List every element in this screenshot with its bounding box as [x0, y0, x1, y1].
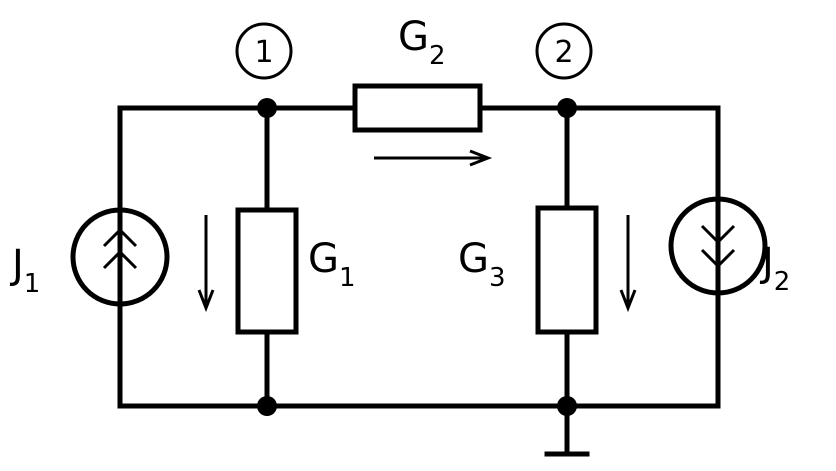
- j2-chevron-upper-icon: [700, 224, 736, 245]
- node-1-circle-icon: [235, 22, 293, 80]
- j2-chevron-lower-icon: [700, 248, 736, 269]
- junction-bottom-left: [257, 396, 277, 416]
- node-1-number: 1: [254, 35, 273, 70]
- junction-node-2: [557, 98, 577, 118]
- node-2-circle-icon: [535, 22, 593, 80]
- current-arrows: [197, 149, 637, 313]
- j1-label: J1: [9, 242, 40, 299]
- junction-bottom-right: [557, 396, 577, 416]
- conductance-g3: [535, 205, 599, 335]
- node-2-number: 2: [554, 35, 573, 70]
- j1-chevron-lower-icon: [102, 249, 138, 270]
- node-1-label: 1: [235, 22, 293, 80]
- j2-label: J2: [759, 240, 790, 297]
- conductance-g1: [235, 207, 299, 335]
- node-2-label: 2: [535, 22, 593, 80]
- junctions: [257, 98, 577, 416]
- junction-node-1: [257, 98, 277, 118]
- g2-current-arrowhead-icon: [469, 149, 493, 167]
- g1-current-arrowhead-icon: [197, 289, 215, 313]
- g1-label: G1: [308, 236, 356, 293]
- j1-chevron-upper-icon: [102, 227, 138, 248]
- current-source-j2: [668, 196, 768, 296]
- g3-label: G3: [458, 236, 506, 293]
- current-source-j1: [70, 207, 170, 307]
- conductance-g2: [352, 83, 483, 133]
- g2-label: G2: [398, 14, 446, 71]
- g3-current-arrowhead-icon: [619, 289, 637, 313]
